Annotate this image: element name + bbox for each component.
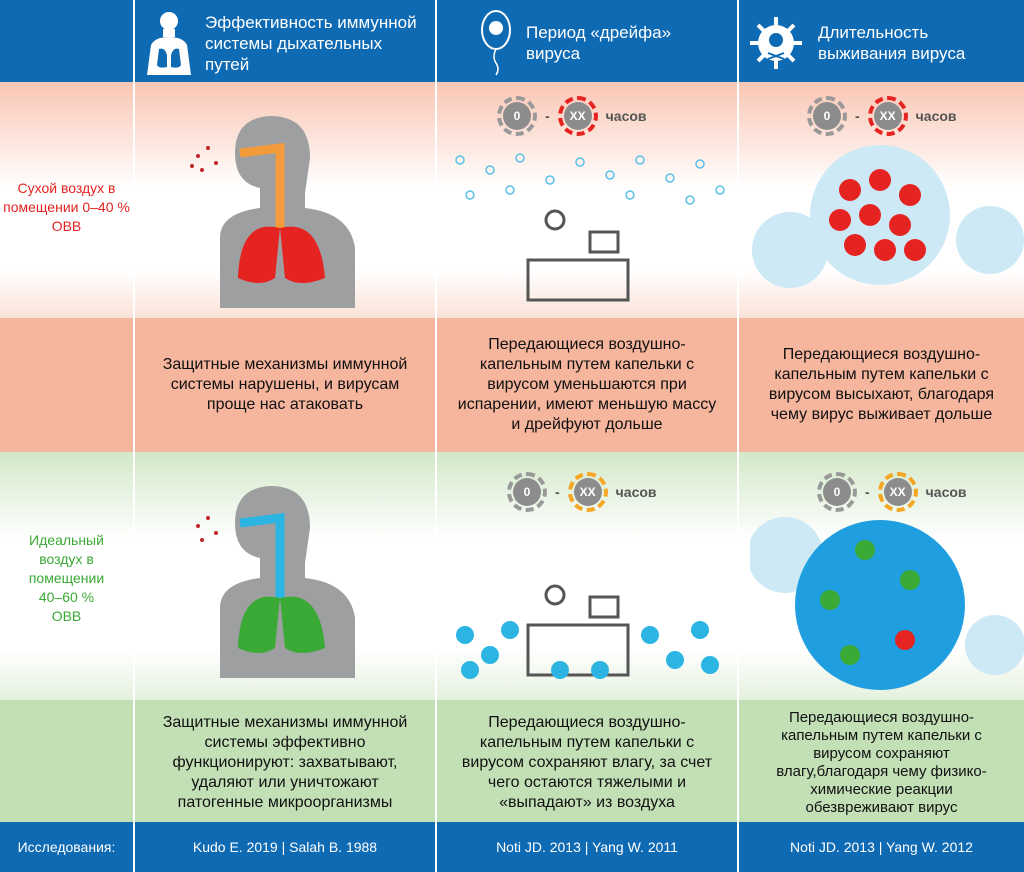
ideal-row-text-band — [0, 700, 1024, 822]
ideal-drift-timer: 0- XX часов — [507, 472, 657, 512]
timer-to: XX — [573, 478, 602, 506]
header-drift-label: Период «дрейфа» вируса — [526, 23, 672, 63]
virus-balloon-icon — [481, 10, 511, 76]
timer-unit: часов — [615, 484, 657, 500]
timer-from: 0 — [513, 478, 541, 506]
ideal-air-label: Идеальный воздух в помещении 40–60 % ОВВ — [28, 531, 105, 624]
timer-to: XX — [883, 478, 912, 506]
dry-row-text-band — [0, 318, 1024, 452]
header-immune: Эффективность иммунной системы дыхательн… — [145, 8, 435, 78]
header-drift: Период «дрейфа» вируса — [480, 8, 730, 78]
heavy-droplets-desk-illustration — [456, 584, 719, 679]
small-droplets-desk-illustration — [455, 153, 725, 302]
ideal-drift-text: Передающиеся воздушно-капельным путем ка… — [461, 714, 713, 811]
timer-from: 0 — [503, 102, 531, 130]
timer-to: XX — [873, 102, 902, 130]
studies-drift: Noti JD. 2013 | Yang W. 2011 — [496, 839, 678, 855]
studies-label: Исследования: — [17, 839, 116, 855]
dried-virus-illustration — [752, 145, 1024, 288]
timer-from: 0 — [823, 478, 851, 506]
ideal-immune-text: Защитные механизмы иммунной системы эффе… — [162, 714, 408, 811]
header-immune-label: Эффективность иммунной системы дыхательн… — [205, 12, 417, 74]
ideal-survival-text: Передающиеся воздушно-капельным путем ка… — [776, 709, 987, 816]
timer-to: XX — [563, 102, 592, 130]
divider — [435, 0, 437, 872]
studies-survival: Noti JD. 2013 | Yang W. 2012 — [790, 839, 973, 855]
dry-survival-timer: 0- XX часов — [807, 96, 957, 136]
dry-immune-text: Защитные механизмы иммунной системы нару… — [162, 356, 408, 413]
dry-drift-text: Передающиеся воздушно-капельным путем ка… — [457, 336, 717, 433]
timer-from: 0 — [813, 102, 841, 130]
footer-band — [0, 822, 1024, 872]
divider — [133, 0, 135, 872]
studies-immune: Kudo E. 2019 | Salah B. 1988 — [192, 839, 378, 855]
ideal-survival-timer: 0- XX часов — [817, 472, 967, 512]
neutralized-virus-illustration — [750, 517, 1024, 690]
divider — [737, 0, 739, 872]
dry-drift-timer: 0- XX часов — [497, 96, 647, 136]
virus-skull-icon — [750, 17, 802, 69]
respiratory-system-icon — [147, 12, 191, 75]
header-survival-label: Длительность выживания вируса — [818, 23, 966, 63]
timer-unit: часов — [925, 484, 967, 500]
header-survival: Длительность выживания вируса — [748, 8, 1018, 78]
dry-survival-text: Передающиеся воздушно-капельным путем ка… — [768, 346, 995, 423]
dry-air-label: Сухой воздух в помещении 0–40 % ОВВ — [3, 179, 130, 234]
ideal-respiratory-illustration — [196, 486, 355, 678]
dry-respiratory-illustration — [190, 116, 355, 308]
timer-unit: часов — [605, 108, 647, 124]
timer-unit: часов — [915, 108, 957, 124]
